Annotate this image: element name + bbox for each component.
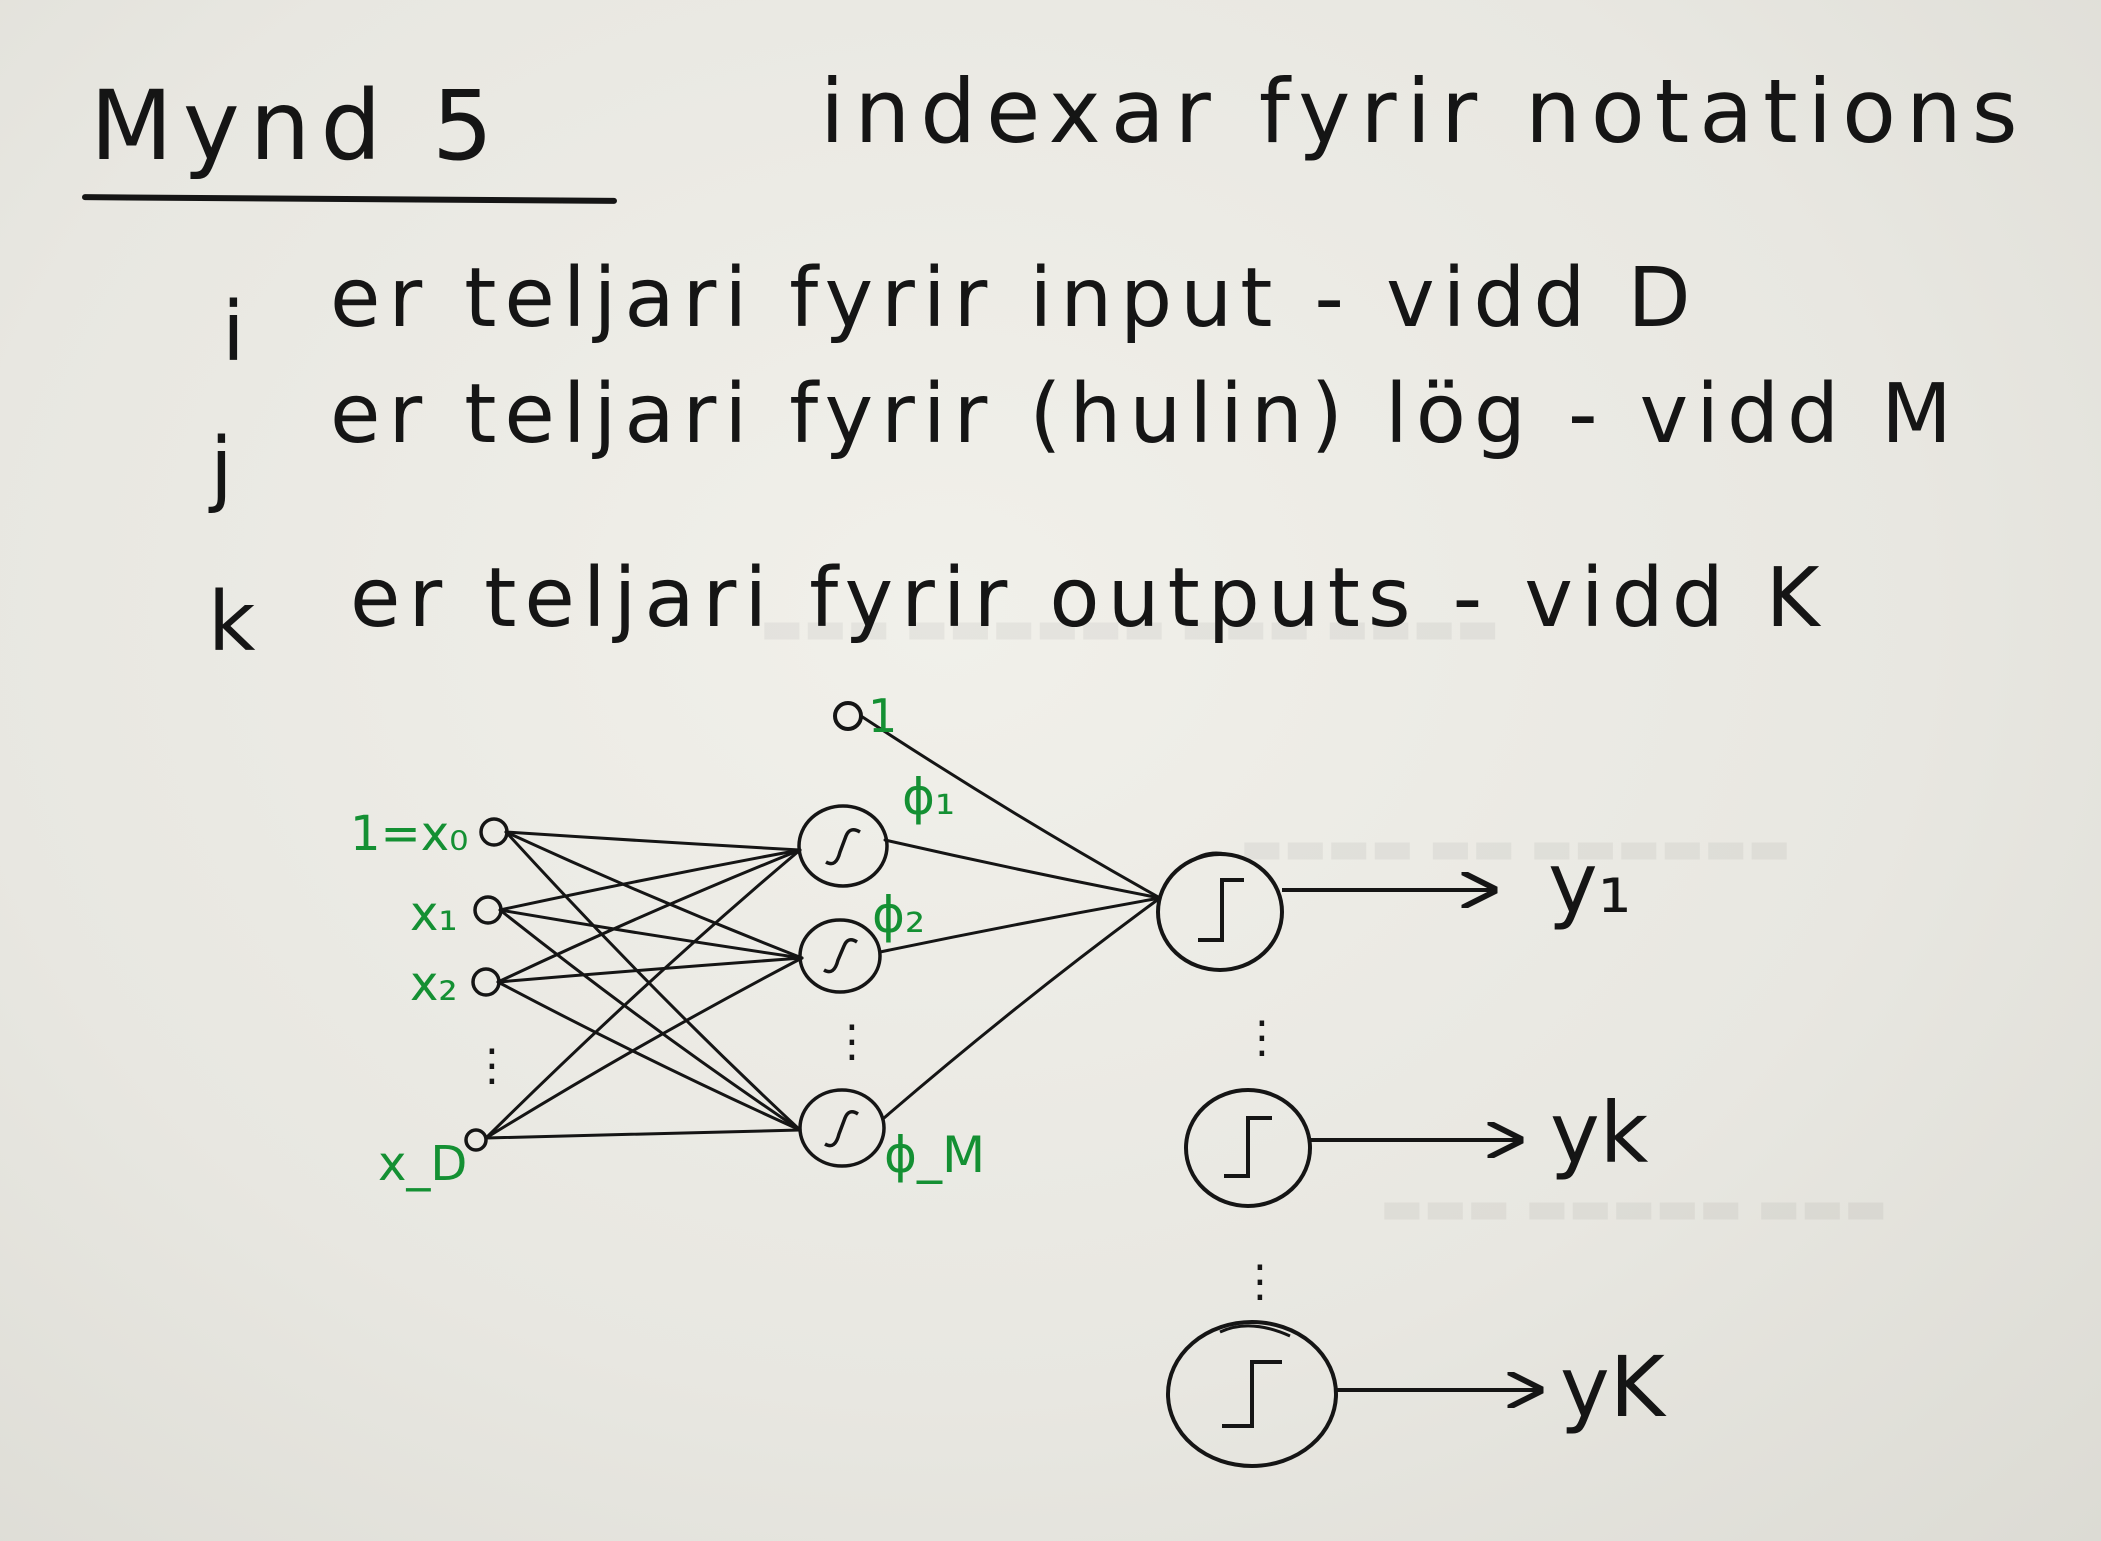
note-text-j: er teljari fyrir (hulin) lög - vidd M [330, 367, 1960, 462]
page-subtitle: indexar fyrir notations [820, 60, 2028, 163]
hidden-node-1 [797, 804, 889, 888]
output-ellipsis-2: ⋮ [1238, 1256, 1282, 1307]
input-label-x2: x₂ [410, 956, 458, 1012]
output-ellipsis-1: ⋮ [1240, 1012, 1284, 1063]
input-node-x2 [471, 967, 501, 997]
hidden-label-phi2: ϕ₂ [872, 886, 925, 944]
hidden-label-phi1: ϕ₁ [902, 768, 955, 826]
edge-input-hidden [484, 956, 804, 1140]
output-label-y1: y₁ [1548, 834, 1631, 932]
output-label-yK: yK [1560, 1338, 1667, 1436]
output-layer: ⋮ ⋮ y₁ yk yK [1156, 834, 1667, 1468]
edge-bias-output [859, 714, 1162, 900]
edge-hidden-output [878, 896, 1162, 954]
hidden-layer: ϕ₁ ϕ₂ ⋮ ϕ_M [797, 768, 985, 1184]
output-node-K [1166, 1320, 1338, 1468]
edge-hidden-output [883, 838, 1162, 900]
note-index-j: j [210, 421, 241, 516]
input-node-xD [464, 1128, 488, 1152]
edge-input-hidden [496, 956, 804, 984]
input-label-xD: x_D [378, 1136, 467, 1192]
edge-input-hidden [496, 980, 802, 1132]
bias-label: 1 [868, 689, 897, 743]
note-text-k: er teljari fyrir outputs - vidd K [350, 551, 1828, 646]
edge-input-hidden [504, 830, 804, 960]
page-title: Mynd 5 [90, 70, 504, 182]
edge-input-hidden [484, 1128, 802, 1140]
input-node-x1 [473, 895, 503, 925]
edge-input-hidden [504, 830, 802, 1132]
bias-node: 1 [833, 689, 897, 743]
edge-input-hidden [484, 848, 802, 1140]
hidden-node-2 [798, 918, 882, 994]
output-node-k [1184, 1088, 1312, 1208]
input-label-x0: 1=x₀ [350, 806, 468, 862]
edge-input-hidden [498, 908, 804, 960]
hidden-label-phiM: ϕ_M [884, 1126, 985, 1184]
edge-hidden-output [882, 896, 1162, 1120]
edge-input-hidden [498, 848, 802, 912]
input-ellipsis: ⋮ [470, 1040, 514, 1091]
edge-input-hidden [498, 908, 802, 1132]
network-connections [484, 714, 1162, 1140]
hidden-ellipsis: ⋮ [830, 1016, 874, 1067]
output-node-1 [1156, 851, 1284, 972]
note-text-i: er teljari fyrir input - vidd D [330, 251, 1699, 346]
edge-input-hidden [504, 830, 802, 852]
hidden-node-M [798, 1088, 886, 1168]
input-node-x0 [479, 817, 509, 847]
input-label-x1: x₁ [410, 886, 458, 942]
edge-input-hidden [496, 848, 802, 984]
note-index-i: i [222, 285, 253, 380]
note-index-k: k [208, 575, 264, 670]
output-label-yk: yk [1550, 1084, 1649, 1182]
input-layer: 1=x₀ x₁ x₂ ⋮ x_D [350, 806, 514, 1192]
